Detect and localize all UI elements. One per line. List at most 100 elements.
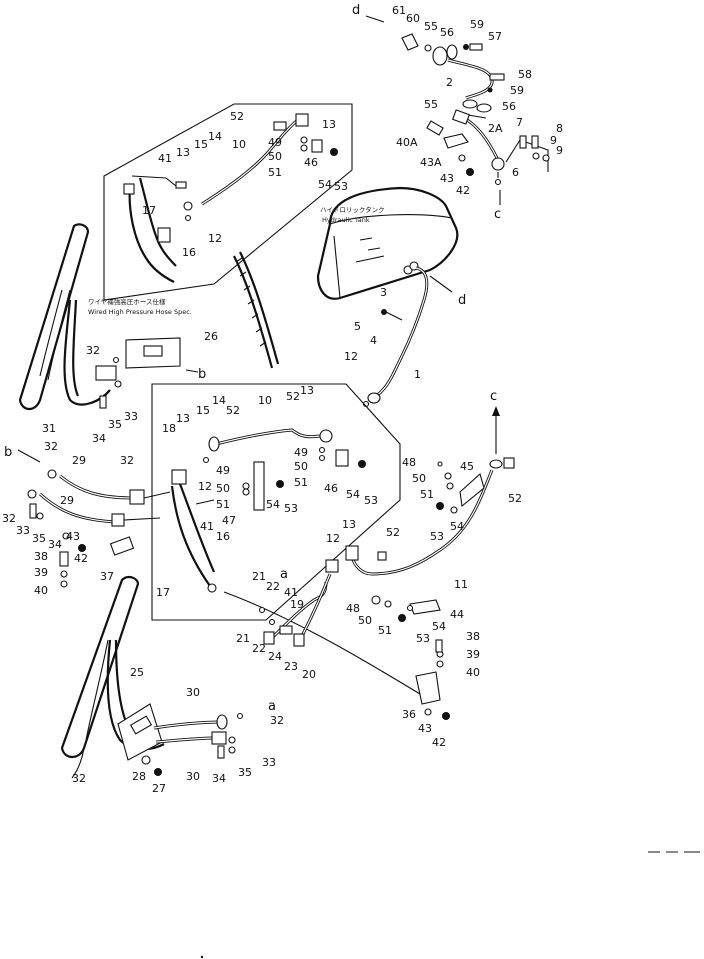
callout-label: 55 <box>424 98 438 111</box>
callout-label: 43 <box>440 172 454 185</box>
callout-label: 35 <box>32 532 46 545</box>
callout-label: 44 <box>450 608 464 621</box>
callout-left: 32 26 b 31 34 35 33 b 32 29 32 29 32 33 … <box>2 330 218 597</box>
right-pipe-assembly <box>223 406 515 720</box>
callout-tank: 3 d 5 4 1 12 <box>344 286 466 381</box>
callout-label: 57 <box>488 30 502 43</box>
callout-label: 12 <box>208 232 222 245</box>
callout-label: c <box>494 207 501 222</box>
callout-label: 32 <box>2 512 16 525</box>
callout-label: 53 <box>416 632 430 645</box>
callout-label: 22 <box>266 580 280 593</box>
callout-label: 50 <box>216 482 230 495</box>
callout-label: 34 <box>92 432 106 445</box>
callout-label: 7 <box>516 116 523 129</box>
callout-label: 41 <box>158 152 172 165</box>
callout-label: 23 <box>284 660 298 673</box>
callout-label: a <box>280 567 288 582</box>
callout-label: 50 <box>358 614 372 627</box>
callout-label: 54 <box>346 488 360 501</box>
callout-label: 9 <box>550 134 557 147</box>
callout-label: 31 <box>42 422 56 435</box>
callout-label: 16 <box>216 530 230 543</box>
callout-label: 43 <box>66 530 80 543</box>
callout-label: 50 <box>294 460 308 473</box>
callout-label: 33 <box>16 524 30 537</box>
callout-label: 48 <box>346 602 360 615</box>
callout-label: 40 <box>34 584 48 597</box>
callout-label: 32 <box>86 344 100 357</box>
callout-label: 40 <box>466 666 480 679</box>
callout-label: 13 <box>342 518 356 531</box>
callout-label: 50 <box>268 150 282 163</box>
callout-label: 51 <box>420 488 434 501</box>
tank-note-en: Hydraulic Tank <box>322 216 370 224</box>
callout-label: 56 <box>502 100 516 113</box>
callout-inset-b: 13 15 14 52 10 52 13 49 50 51 46 54 53 1… <box>156 384 378 599</box>
callout-label: 56 <box>440 26 454 39</box>
callout-label: 24 <box>268 650 282 663</box>
callout-label: 13 <box>176 412 190 425</box>
callout-label: 43A <box>420 156 442 169</box>
callout-label: 5 <box>354 320 361 333</box>
callout-label: 13 <box>176 146 190 159</box>
callout-label: 54 <box>266 498 280 511</box>
inset-note-en: Wired High Pressure Hose Spec. <box>88 308 192 316</box>
callout-label: 17 <box>142 204 156 217</box>
callout-label: 15 <box>196 404 210 417</box>
callout-label: 33 <box>124 410 138 423</box>
callout-label: 39 <box>34 566 48 579</box>
callout-label: 1 <box>414 368 421 381</box>
callout-label: 13 <box>300 384 314 397</box>
callout-label: 3 <box>380 286 387 299</box>
callout-label: 42 <box>432 736 446 749</box>
callout-label: 40A <box>396 136 418 149</box>
callout-label: 20 <box>302 668 316 681</box>
callout-label: d <box>352 3 360 18</box>
callout-label: 59 <box>470 18 484 31</box>
callout-label: 21 <box>252 570 266 583</box>
callout-label: 17 <box>156 586 170 599</box>
callout-top: d 61 60 55 56 59 57 2 58 59 55 56 2A 7 8… <box>352 3 563 222</box>
callout-label: 53 <box>364 494 378 507</box>
callout-label: 46 <box>304 156 318 169</box>
callout-label: 54 <box>450 520 464 533</box>
callout-label: 15 <box>194 138 208 151</box>
callout-label: 10 <box>232 138 246 151</box>
callout-label: 14 <box>212 394 226 407</box>
inset-note-jp: ワイヤ補強高圧ホース仕様 <box>88 297 166 306</box>
callout-label: 11 <box>454 578 468 591</box>
callout-label: 35 <box>108 418 122 431</box>
callout-label: 25 <box>130 666 144 679</box>
callout-label: 39 <box>466 648 480 661</box>
callout-label: 51 <box>268 166 282 179</box>
callout-label: 12 <box>198 480 212 493</box>
left-hose-cluster <box>17 449 171 588</box>
callout-label: 30 <box>186 686 200 699</box>
top-pipe-assembly <box>365 15 550 205</box>
left-boom <box>18 223 199 411</box>
callout-label: 47 <box>222 514 236 527</box>
callout-label: 36 <box>402 708 416 721</box>
callout-label: 49 <box>268 136 282 149</box>
callout-label: 54 <box>432 620 446 633</box>
callout-label: 34 <box>212 772 226 785</box>
callout-label: 52 <box>386 526 400 539</box>
callout-label: b <box>4 445 12 460</box>
callout-label: 61 <box>392 4 406 17</box>
callout-label: 19 <box>290 598 304 611</box>
callout-label: 32 <box>120 454 134 467</box>
callout-label: 18 <box>162 422 176 435</box>
callout-label: 21 <box>236 632 250 645</box>
callout-label: 41 <box>200 520 214 533</box>
callout-label: a <box>268 699 276 714</box>
callout-label: 58 <box>518 68 532 81</box>
edge-dot <box>200 955 204 959</box>
callout-label: 34 <box>48 538 62 551</box>
callout-bottom: 25 30 a 32 28 27 30 34 35 33 32 <box>72 666 284 795</box>
callout-label: 48 <box>402 456 416 469</box>
callout-label: 33 <box>262 756 276 769</box>
callout-label: 9 <box>556 144 563 157</box>
tank-note-jp: ハイドロリックタンク <box>320 205 385 214</box>
callout-label: 16 <box>182 246 196 259</box>
